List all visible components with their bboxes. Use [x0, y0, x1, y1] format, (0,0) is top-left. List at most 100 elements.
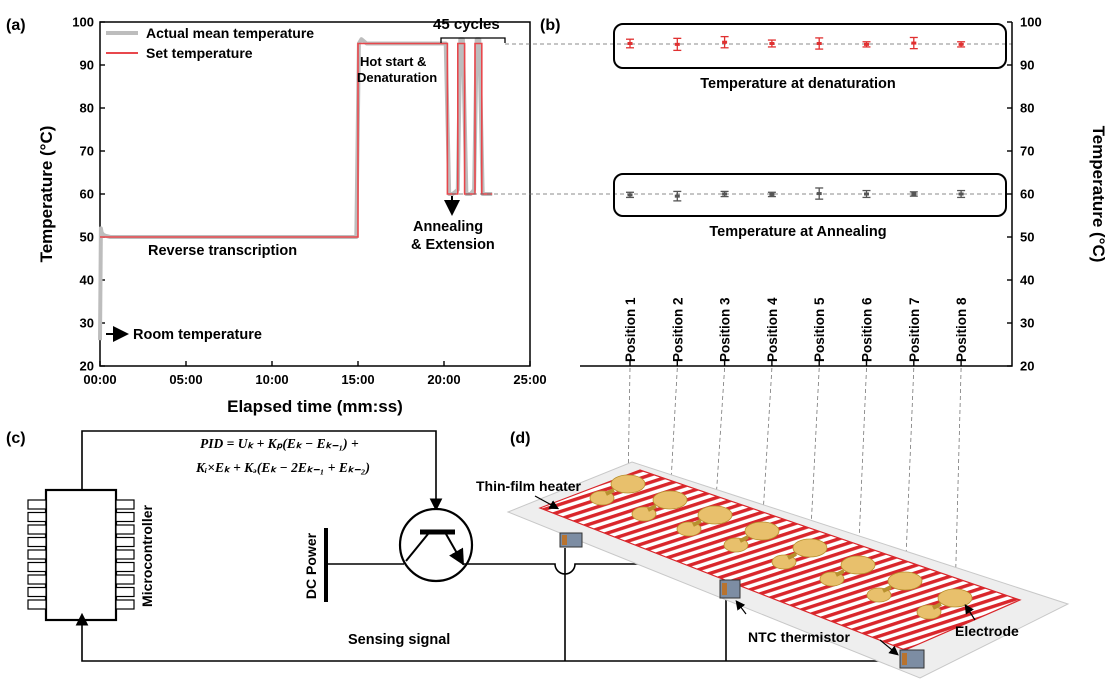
annealing-caption: Temperature at Annealing: [709, 224, 886, 240]
x-tick-label-a: 00:00: [83, 372, 116, 387]
y-tick-label-a: 20: [80, 359, 94, 374]
electrode-pad: [697, 505, 733, 525]
position-label: Position 4: [765, 297, 780, 362]
electrode-trace: [692, 519, 702, 527]
electrode-label: Electrode: [955, 623, 1019, 639]
chip-pin-left: [27, 561, 47, 573]
sensing-signal-label: Sensing signal: [348, 632, 450, 648]
ntc-thermistor-2: [719, 579, 741, 599]
pid-control-wire: [81, 430, 443, 512]
annealing-label-2: & Extension: [411, 237, 495, 253]
y-tick-label-a: 100: [72, 15, 94, 30]
y-tick-label-b: 70: [1020, 144, 1034, 159]
y-tick-label-a: 30: [80, 316, 94, 331]
denaturation-point: [957, 41, 966, 48]
denaturation-box: [613, 23, 1007, 69]
chip-pin-right: [115, 549, 135, 560]
room-temperature-label: Room temperature: [133, 327, 262, 343]
position-guide-lines: [627, 367, 962, 599]
y-tick-label-b: 90: [1020, 58, 1034, 73]
point-marker: [722, 192, 728, 196]
denaturation-point: [767, 39, 776, 48]
sensing-signal-wire: [75, 612, 905, 662]
annealing-point: [673, 190, 682, 202]
y-axis-title-a: Temperature (°C): [37, 126, 56, 263]
chip-body: [44, 488, 118, 622]
cycles-label: 45 cycles: [433, 16, 500, 33]
electrode-trace: [647, 504, 657, 512]
annealing-point: [626, 191, 634, 199]
chip-pin-right: [115, 599, 135, 610]
chip-pin-right: [115, 499, 135, 510]
denaturation-point: [909, 36, 918, 50]
point-marker: [816, 192, 822, 196]
chip-pin-left: [27, 549, 47, 560]
cycles-bracket: [440, 37, 506, 43]
microcontroller-label: Microcontroller: [139, 504, 155, 606]
position-guide-line: [954, 367, 962, 599]
denaturation-caption: Temperature at denaturation: [700, 76, 896, 92]
y-tick-label-b: 20: [1020, 359, 1034, 374]
position-label: Position 7: [907, 297, 922, 362]
ntc-thermistor-1: [559, 532, 583, 548]
annealing-point: [720, 190, 729, 198]
pid-equation-line-2: Kᵢ×Eₖ + Kₔ(Eₖ − 2Eₖ₋₁ + Eₖ₋₂): [195, 460, 370, 475]
x-tick-label-a: 15:00: [341, 372, 374, 387]
transistor-circle: [398, 507, 474, 583]
legend-set: Set temperature: [146, 45, 253, 61]
ntc-thermistor-label: NTC thermistor: [748, 629, 850, 645]
electrode-pad: [744, 521, 780, 541]
y-tick-label-a: 40: [80, 273, 94, 288]
annealing-box: [613, 173, 1007, 217]
position-guide-line: [857, 367, 867, 566]
electrode-trace: [739, 535, 749, 543]
chip-pin-left: [27, 536, 47, 548]
electrode-trace: [932, 602, 942, 610]
chip-pin-left: [27, 574, 47, 585]
x-tick-label-a: 10:00: [255, 372, 288, 387]
electrode-trace: [787, 552, 797, 560]
denaturation-point: [673, 37, 682, 52]
point-marker: [911, 192, 917, 196]
denaturation-point: [626, 38, 634, 49]
chip-pin-right: [115, 586, 135, 598]
annealing-point: [909, 191, 918, 197]
thin-film-heater-label: Thin-film heater: [476, 478, 582, 494]
point-marker: [627, 42, 633, 45]
electrode-pad: [652, 490, 688, 510]
chip-pin-right: [115, 511, 135, 523]
chip-pin-right: [115, 524, 135, 535]
panel-a-label: (a): [6, 17, 26, 34]
position-label: Position 2: [670, 297, 685, 362]
hot-start-label-1: Hot start &: [360, 54, 426, 69]
position-label: Position 5: [812, 297, 827, 362]
x-axis-title-a: Elapsed time (mm:ss): [227, 397, 403, 416]
electrode-trace: [882, 585, 892, 593]
position-label: Position 6: [860, 297, 875, 362]
transistor-collector: [405, 533, 429, 562]
annealing-point: [767, 191, 776, 198]
point-marker: [722, 40, 728, 44]
heater-label-arrow: [534, 495, 560, 510]
point-marker: [911, 41, 917, 45]
legend-actual: Actual mean temperature: [146, 25, 314, 41]
position-guide-line: [627, 367, 631, 485]
chip-pin-left: [27, 586, 47, 598]
y-tick-label-b: 30: [1020, 316, 1034, 331]
denaturation-point: [720, 35, 729, 49]
point-marker: [674, 194, 680, 198]
point-marker: [958, 192, 964, 196]
thermistor-label-arrow: [735, 600, 747, 615]
transistor-emitter: [445, 533, 464, 566]
y-tick-label-a: 80: [80, 101, 94, 116]
y-tick-label-b: 50: [1020, 230, 1034, 245]
thermistor-label-arrow-2: [879, 639, 899, 656]
chip-pin-left: [27, 599, 47, 610]
electrode-trace: [605, 488, 615, 496]
